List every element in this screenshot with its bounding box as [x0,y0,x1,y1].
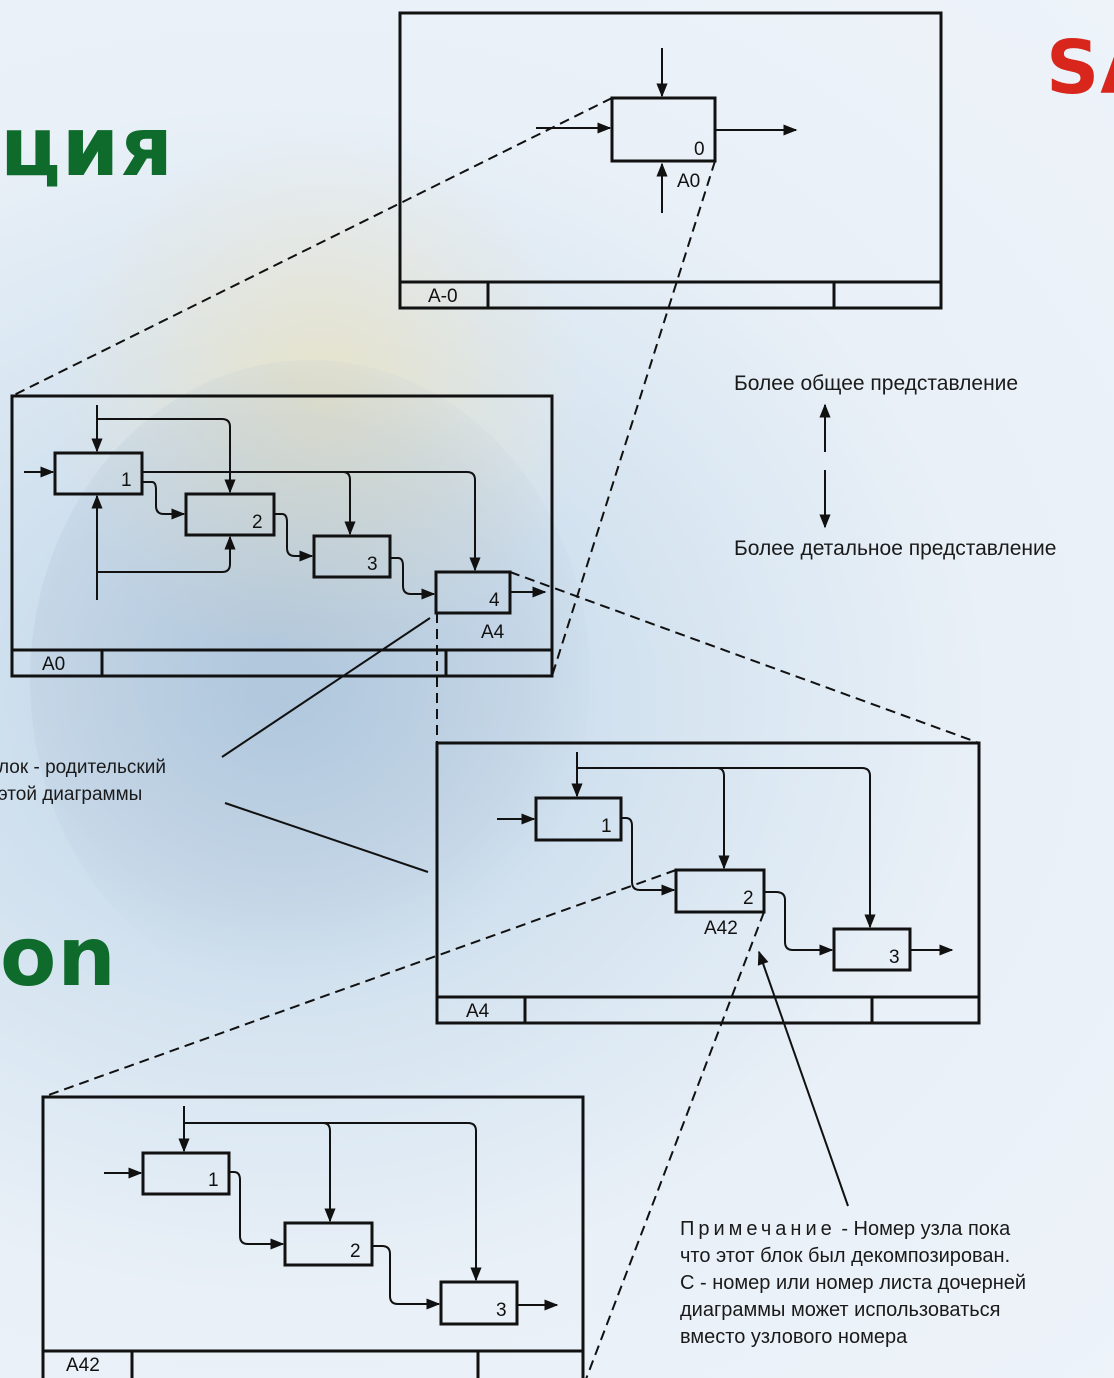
annotation-note: Примечание - Номер узла пока что этот бл… [680,1216,1026,1351]
a0-box-4-number: 4 [489,590,500,611]
a-minus-0-box-0-number: 0 [694,139,705,160]
background-earth [30,360,590,1000]
frame-a42-node-label: A42 [66,1355,100,1376]
a4-box-3-number: 3 [889,947,900,968]
frame-a0-border [10,394,554,678]
frame-a4-node-label: A4 [466,1001,490,1022]
heading-left-top: ция [0,100,174,195]
a0-box-1 [53,451,144,496]
frame-a42-border [41,1095,585,1378]
a0-box-4-ref: A4 [481,622,505,643]
frame-a-minus-0: A-0 0 A0 [398,11,943,310]
connector-a0-right [551,160,716,677]
annotation-note-label: Примечание [680,1218,836,1240]
a42-box-3-number: 3 [496,1300,507,1321]
frame-a0: A0 1 2 3 4 A4 [10,394,554,678]
a0-box-3-number: 3 [367,554,378,575]
a42-box-2 [283,1221,374,1267]
a4-box-1-number: 1 [601,816,612,837]
annotation-parent-line-1: лок - родительский [0,757,166,778]
a4-box-2-number: 2 [743,888,754,909]
connector-a42-right [585,911,765,1378]
annotation-note-line-2: что этот блок был декомпозирован. [680,1245,1011,1267]
annotation-detailed-view: Более детальное представление [734,537,1057,560]
annotation-note-line-1: Примечание - Номер узла пока [680,1216,1026,1243]
annotation-general-view: Более общее представление [734,372,1019,395]
annotation-note-line-5: вместо узлового номера [680,1326,908,1348]
heading-right-top: SA [1046,25,1114,111]
annotation-note-line-4: диаграммы может использоваться [680,1299,1001,1321]
frame-a4: A4 1 2 3 A42 [435,741,981,1025]
a4-box-2-ref: A42 [704,918,738,939]
a0-box-1-number: 1 [121,470,132,491]
frame-a-minus-0-node-label: A-0 [428,286,458,307]
a42-box-1 [141,1151,231,1196]
a42-box-3 [439,1280,519,1326]
connector-a0-left [11,97,613,397]
frame-a42: A42 1 2 3 [41,1095,585,1378]
annotation-note-line-3: С - номер или номер листа дочерней [680,1272,1027,1294]
frame-a0-node-label: A0 [42,654,65,675]
annotation-parent-block: лок - родительский этой диаграммы [0,754,166,808]
a0-box-2-number: 2 [252,512,263,533]
a0-box-3 [312,534,392,579]
heading-left-bottom: on [0,910,117,1005]
a42-box-2-number: 2 [350,1241,361,1262]
connector-a42-left [42,869,677,1098]
annotation-note-separator: - [835,1218,854,1240]
annotation-parent-line-2: этой диаграммы [0,784,143,805]
background-glow [60,120,580,680]
annotation-note-line-1-text: Номер узла пока [853,1218,1011,1240]
annotation-leaders [221,403,849,1207]
frame-a4-border [435,741,981,1025]
connector-a4-right [509,571,980,744]
a42-box-1-number: 1 [208,1170,219,1191]
a-minus-0-box-0-ref: A0 [677,171,700,192]
frame-a-minus-0-border [398,11,943,310]
decomposition-connectors [11,97,980,1378]
